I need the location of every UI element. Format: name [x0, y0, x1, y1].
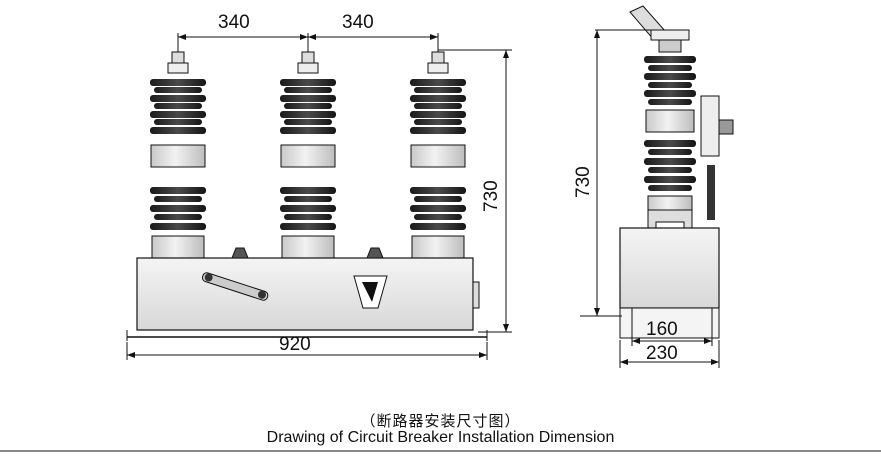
side-height-arrow-bottom — [594, 308, 600, 316]
front-height-label: 730 — [481, 180, 502, 212]
mount-arrow-left — [632, 338, 640, 344]
caption-english: Drawing of Circuit Breaker Installation … — [266, 429, 615, 446]
side-base — [619, 307, 720, 339]
mount-spacing-dimension — [631, 338, 713, 346]
pitch-arrow-right — [430, 34, 438, 40]
pitch-arrow-mid-b — [308, 34, 316, 40]
pitch-arrow-left — [178, 34, 186, 40]
side-bracket — [700, 95, 734, 220]
base-width-label: 230 — [646, 343, 678, 364]
side-view: 730 160 230 — [573, 5, 734, 368]
base-width-dimension — [619, 340, 720, 368]
pole-right — [410, 51, 466, 259]
side-height-dimension — [580, 29, 652, 317]
pitch-right-label: 340 — [342, 12, 374, 33]
lifting-lug-right — [366, 247, 384, 259]
base-arrow-left — [620, 359, 628, 365]
mount-spacing-label: 160 — [646, 319, 678, 340]
lifting-lug-left — [231, 247, 249, 259]
pitch-left-label: 340 — [218, 12, 250, 33]
mount-arrow-right — [704, 338, 712, 344]
position-indicator — [353, 275, 388, 309]
front-tank-side-box — [472, 281, 480, 309]
caption-chinese: （断路器安装尺寸图） — [360, 412, 521, 430]
height-arrow-top — [503, 50, 509, 58]
installation-dimension-drawing: 340 340 — [126, 5, 734, 368]
side-height-arrow-top — [594, 30, 600, 38]
operating-handle — [201, 272, 269, 301]
width-arrow-right — [479, 352, 487, 358]
front-width-label: 920 — [279, 334, 311, 355]
side-insulator — [644, 56, 696, 211]
pitch-arrow-mid-a — [300, 34, 308, 40]
width-arrow-left — [127, 352, 135, 358]
side-tank — [619, 227, 720, 309]
pole-middle — [280, 51, 336, 259]
pole-left — [150, 51, 206, 259]
side-terminal — [629, 5, 690, 53]
bottom-divider — [0, 450, 881, 452]
base-arrow-right — [711, 359, 719, 365]
height-arrow-bottom — [503, 324, 509, 332]
front-width-dimension — [126, 342, 488, 360]
side-height-label: 730 — [573, 166, 594, 198]
front-height-dimension — [438, 49, 512, 333]
front-view: 340 340 — [126, 12, 512, 360]
front-tank — [136, 257, 474, 331]
